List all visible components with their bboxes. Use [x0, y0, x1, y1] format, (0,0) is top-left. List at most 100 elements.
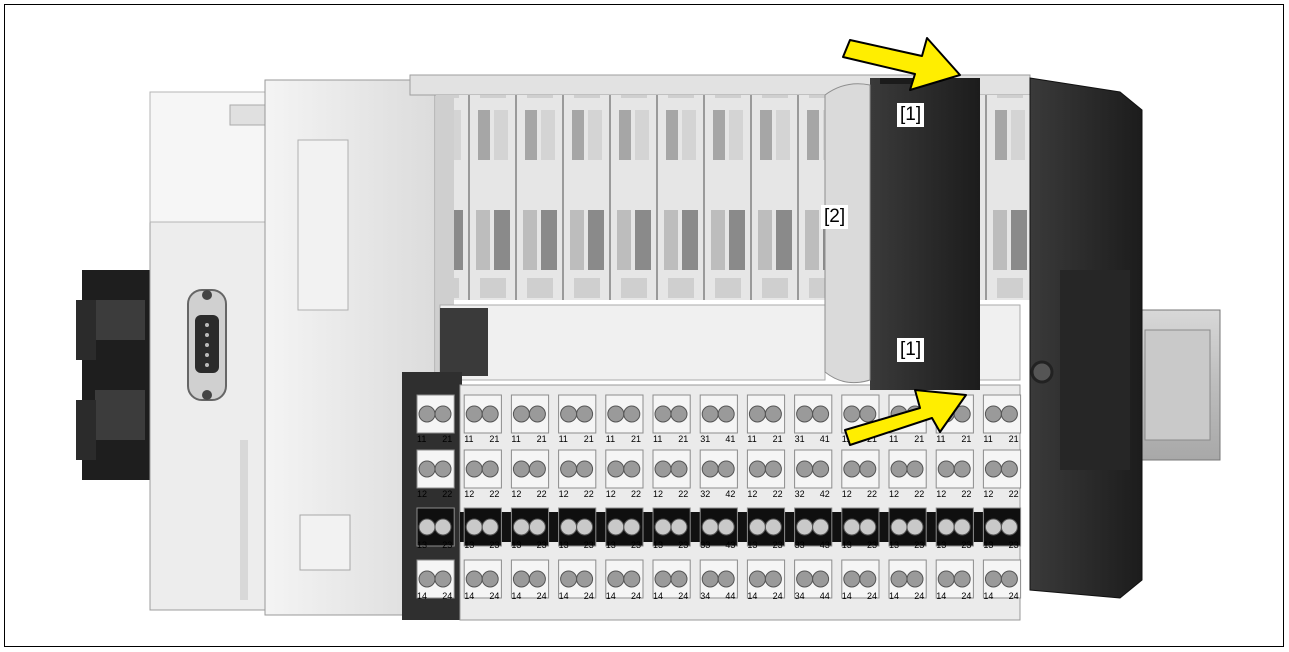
black-plug-module — [824, 78, 980, 390]
terminal-screw-icon — [953, 570, 971, 588]
terminal-label: 22 — [537, 489, 547, 499]
terminal-screw-icon — [434, 570, 452, 588]
terminal-label: 22 — [678, 489, 688, 499]
terminal-label: 12 — [747, 489, 757, 499]
terminal-screw-icon — [623, 460, 641, 478]
terminal-label: 33 — [700, 540, 710, 550]
terminal-label: 11 — [559, 434, 568, 444]
terminal-screw-icon — [748, 570, 766, 588]
terminal-label: 22 — [867, 489, 877, 499]
terminal-screw-icon — [670, 405, 688, 423]
terminal-screw-icon — [748, 518, 766, 536]
terminal-screw-icon — [701, 460, 719, 478]
terminal-label: 23 — [537, 540, 547, 550]
terminal-screw-icon — [812, 518, 830, 536]
terminal-screw-icon — [843, 405, 861, 423]
terminal-label: 12 — [653, 489, 663, 499]
terminal-screw-icon — [670, 518, 688, 536]
terminal-label: 11 — [464, 434, 473, 444]
callout-2: [2] — [821, 205, 849, 229]
terminal-label: 14 — [983, 591, 993, 601]
terminal-label: 22 — [631, 489, 641, 499]
terminal-label: 34 — [795, 591, 805, 601]
terminal-screw-icon — [560, 518, 578, 536]
terminal-label: 24 — [489, 591, 499, 601]
terminal-screw-icon — [512, 570, 530, 588]
figure-frame — [4, 4, 1284, 647]
end-bracket — [1029, 77, 1143, 599]
terminal-screw-icon — [654, 518, 672, 536]
terminal-label: 34 — [700, 591, 710, 601]
terminal-screw-icon — [984, 570, 1002, 588]
terminal-label: 12 — [983, 489, 993, 499]
bracket-screw — [1030, 360, 1054, 384]
terminal-label: 44 — [725, 591, 735, 601]
terminal-screw-icon — [607, 570, 625, 588]
arrow-top-icon — [842, 37, 961, 91]
terminal-label: 23 — [773, 540, 783, 550]
terminal-screw-icon — [796, 405, 814, 423]
terminal-label: 11 — [653, 434, 662, 444]
terminal-label: 23 — [489, 540, 499, 550]
callout-1-bottom: [1] — [897, 338, 925, 362]
terminal-label: 14 — [559, 591, 569, 601]
terminal-label: 12 — [464, 489, 474, 499]
terminal-screw-icon — [528, 405, 546, 423]
terminal-label: 22 — [961, 489, 971, 499]
terminal-screw-icon — [764, 570, 782, 588]
terminal-screw-icon — [717, 518, 735, 536]
terminal-label: 22 — [584, 489, 594, 499]
terminal-screw-icon — [717, 570, 735, 588]
terminal-label: 31 — [700, 434, 710, 444]
terminal-label: 13 — [464, 540, 474, 550]
terminal-screw-icon — [528, 570, 546, 588]
left-connector-block — [76, 270, 162, 480]
terminal-label: 12 — [606, 489, 616, 499]
terminal-label: 13 — [747, 540, 757, 550]
terminal-screw-icon — [701, 570, 719, 588]
terminal-screw-icon — [607, 405, 625, 423]
terminal-label: 21 — [773, 434, 783, 444]
terminal-screw-icon — [796, 570, 814, 588]
terminal-screw-icon — [481, 405, 499, 423]
terminal-label: 24 — [678, 591, 688, 601]
terminal-screw-icon — [465, 570, 483, 588]
terminal-label: 14 — [464, 591, 474, 601]
terminal-label: 24 — [867, 591, 877, 601]
terminal-screw-icon — [434, 405, 452, 423]
terminal-label: 12 — [936, 489, 946, 499]
terminal-label: 11 — [889, 434, 898, 444]
terminal-screw-icon — [984, 405, 1002, 423]
terminal-screw-icon — [953, 460, 971, 478]
terminal-screw-icon — [796, 518, 814, 536]
terminal-screw-icon — [528, 518, 546, 536]
terminal-label: 21 — [584, 434, 594, 444]
terminal-label: 13 — [936, 540, 946, 550]
terminal-screw-icon — [843, 570, 861, 588]
terminal-screw-icon — [623, 570, 641, 588]
terminal-label: 31 — [795, 434, 805, 444]
terminal-label: 11 — [936, 434, 945, 444]
terminal-label: 21 — [961, 434, 971, 444]
terminal-label: 24 — [961, 591, 971, 601]
terminal-screw-icon — [937, 570, 955, 588]
terminal-label: 14 — [606, 591, 616, 601]
terminal-screw-icon — [418, 518, 436, 536]
terminal-screw-icon — [890, 460, 908, 478]
terminal-label: 21 — [867, 434, 877, 444]
terminal-label: 13 — [511, 540, 521, 550]
terminal-label: 24 — [1009, 591, 1019, 601]
terminal-screw-icon — [906, 570, 924, 588]
terminal-screw-icon — [859, 460, 877, 478]
terminal-label: 11 — [417, 434, 426, 444]
terminal-screw-icon — [623, 518, 641, 536]
terminal-label: 13 — [889, 540, 899, 550]
terminal-screw-icon — [654, 405, 672, 423]
terminal-label: 41 — [725, 434, 735, 444]
terminal-label: 14 — [936, 591, 946, 601]
terminal-screw-icon — [607, 460, 625, 478]
terminal-label: 32 — [700, 489, 710, 499]
terminal-screw-icon — [512, 405, 530, 423]
terminal-label: 12 — [559, 489, 569, 499]
